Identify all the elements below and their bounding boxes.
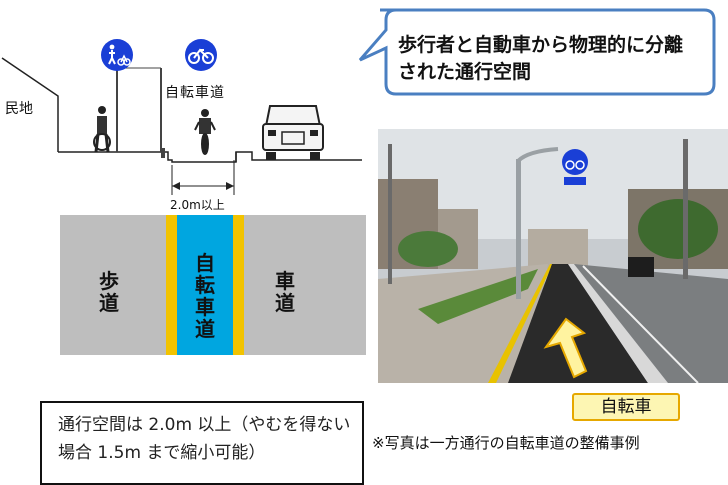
width-dimension-label: 2.0m以上 — [170, 198, 225, 212]
private-land-label: 民地 — [5, 101, 33, 117]
pedestrian-pushing-bike-icon — [93, 106, 111, 153]
bicycle-sign-icon — [185, 39, 217, 71]
callout-text: 歩行者と自動車から物理的に分離された通行空間 — [398, 34, 684, 83]
bicycle-callout-tag: 自転車 — [572, 393, 680, 421]
car-icon — [262, 105, 324, 160]
note-text: 通行空間は 2.0m 以上（やむを得ない場合 1.5m まで縮小可能） — [58, 415, 351, 463]
plan-road-label: 車道 — [275, 269, 295, 315]
note-box — [40, 401, 364, 485]
callout-bubble — [358, 8, 716, 96]
cross-section-diagram — [1, 57, 362, 195]
cycle-lane-section-label: 自転車道 — [165, 85, 225, 101]
plan-cycle-lane — [177, 215, 233, 355]
plan-cycle-lane-label: 自転車道 — [195, 251, 215, 341]
arrow-up-icon — [543, 317, 588, 379]
plan-sidewalk-label: 歩道 — [99, 269, 119, 315]
pedestrian-bicycle-sign-icon — [101, 39, 133, 71]
cyclist-icon — [194, 109, 216, 155]
photo-caption: ※写真は一方通行の自転車道の整備事例 — [372, 434, 640, 452]
example-photo — [378, 129, 728, 383]
